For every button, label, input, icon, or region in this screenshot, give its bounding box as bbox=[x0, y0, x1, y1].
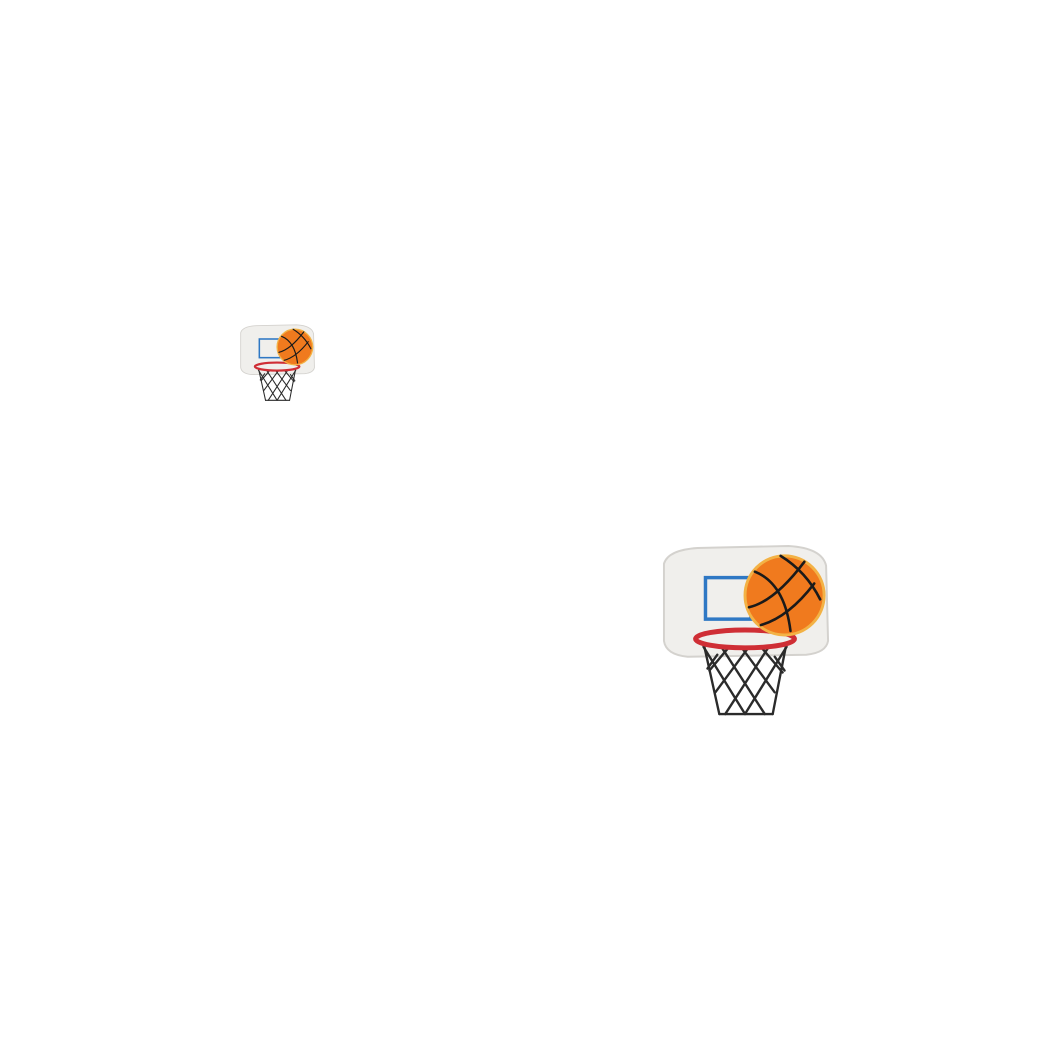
basketball-hoop-icon bbox=[238, 322, 318, 404]
basketball-hoop-icon bbox=[658, 544, 836, 718]
basketball-hoop-patch-large bbox=[658, 544, 836, 718]
basketball-hoop-patch-small bbox=[238, 322, 318, 404]
